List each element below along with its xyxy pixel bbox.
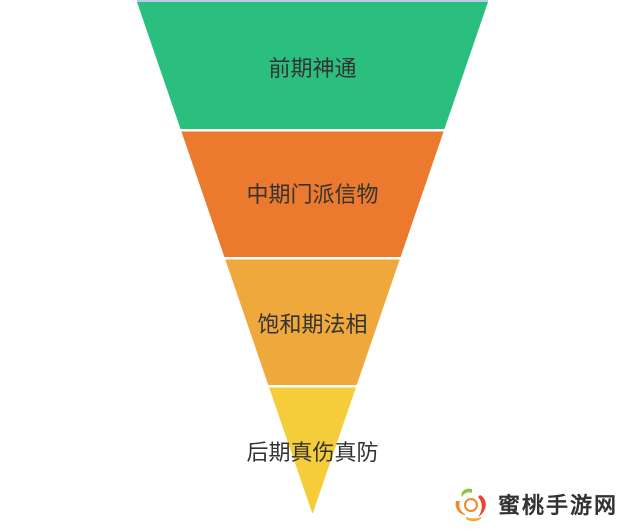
funnel-stage-1 — [137, 2, 488, 129]
funnel-stage-3 — [225, 259, 400, 385]
funnel-stage-label: 前期神通 — [268, 57, 356, 82]
funnel-stage-4 — [269, 387, 356, 513]
watermark: 蜜桃手游网 — [452, 485, 618, 523]
top-border — [137, 0, 488, 2]
funnel-stage-2 — [181, 131, 444, 257]
peach-logo-icon — [455, 488, 486, 522]
funnel-stage-label: 中期门派信物 — [246, 183, 378, 208]
funnel-stage-label: 饱和期法相 — [257, 313, 367, 338]
funnel-stage-label: 后期真伤真防 — [246, 441, 378, 466]
watermark-text: 蜜桃手游网 — [498, 494, 619, 519]
